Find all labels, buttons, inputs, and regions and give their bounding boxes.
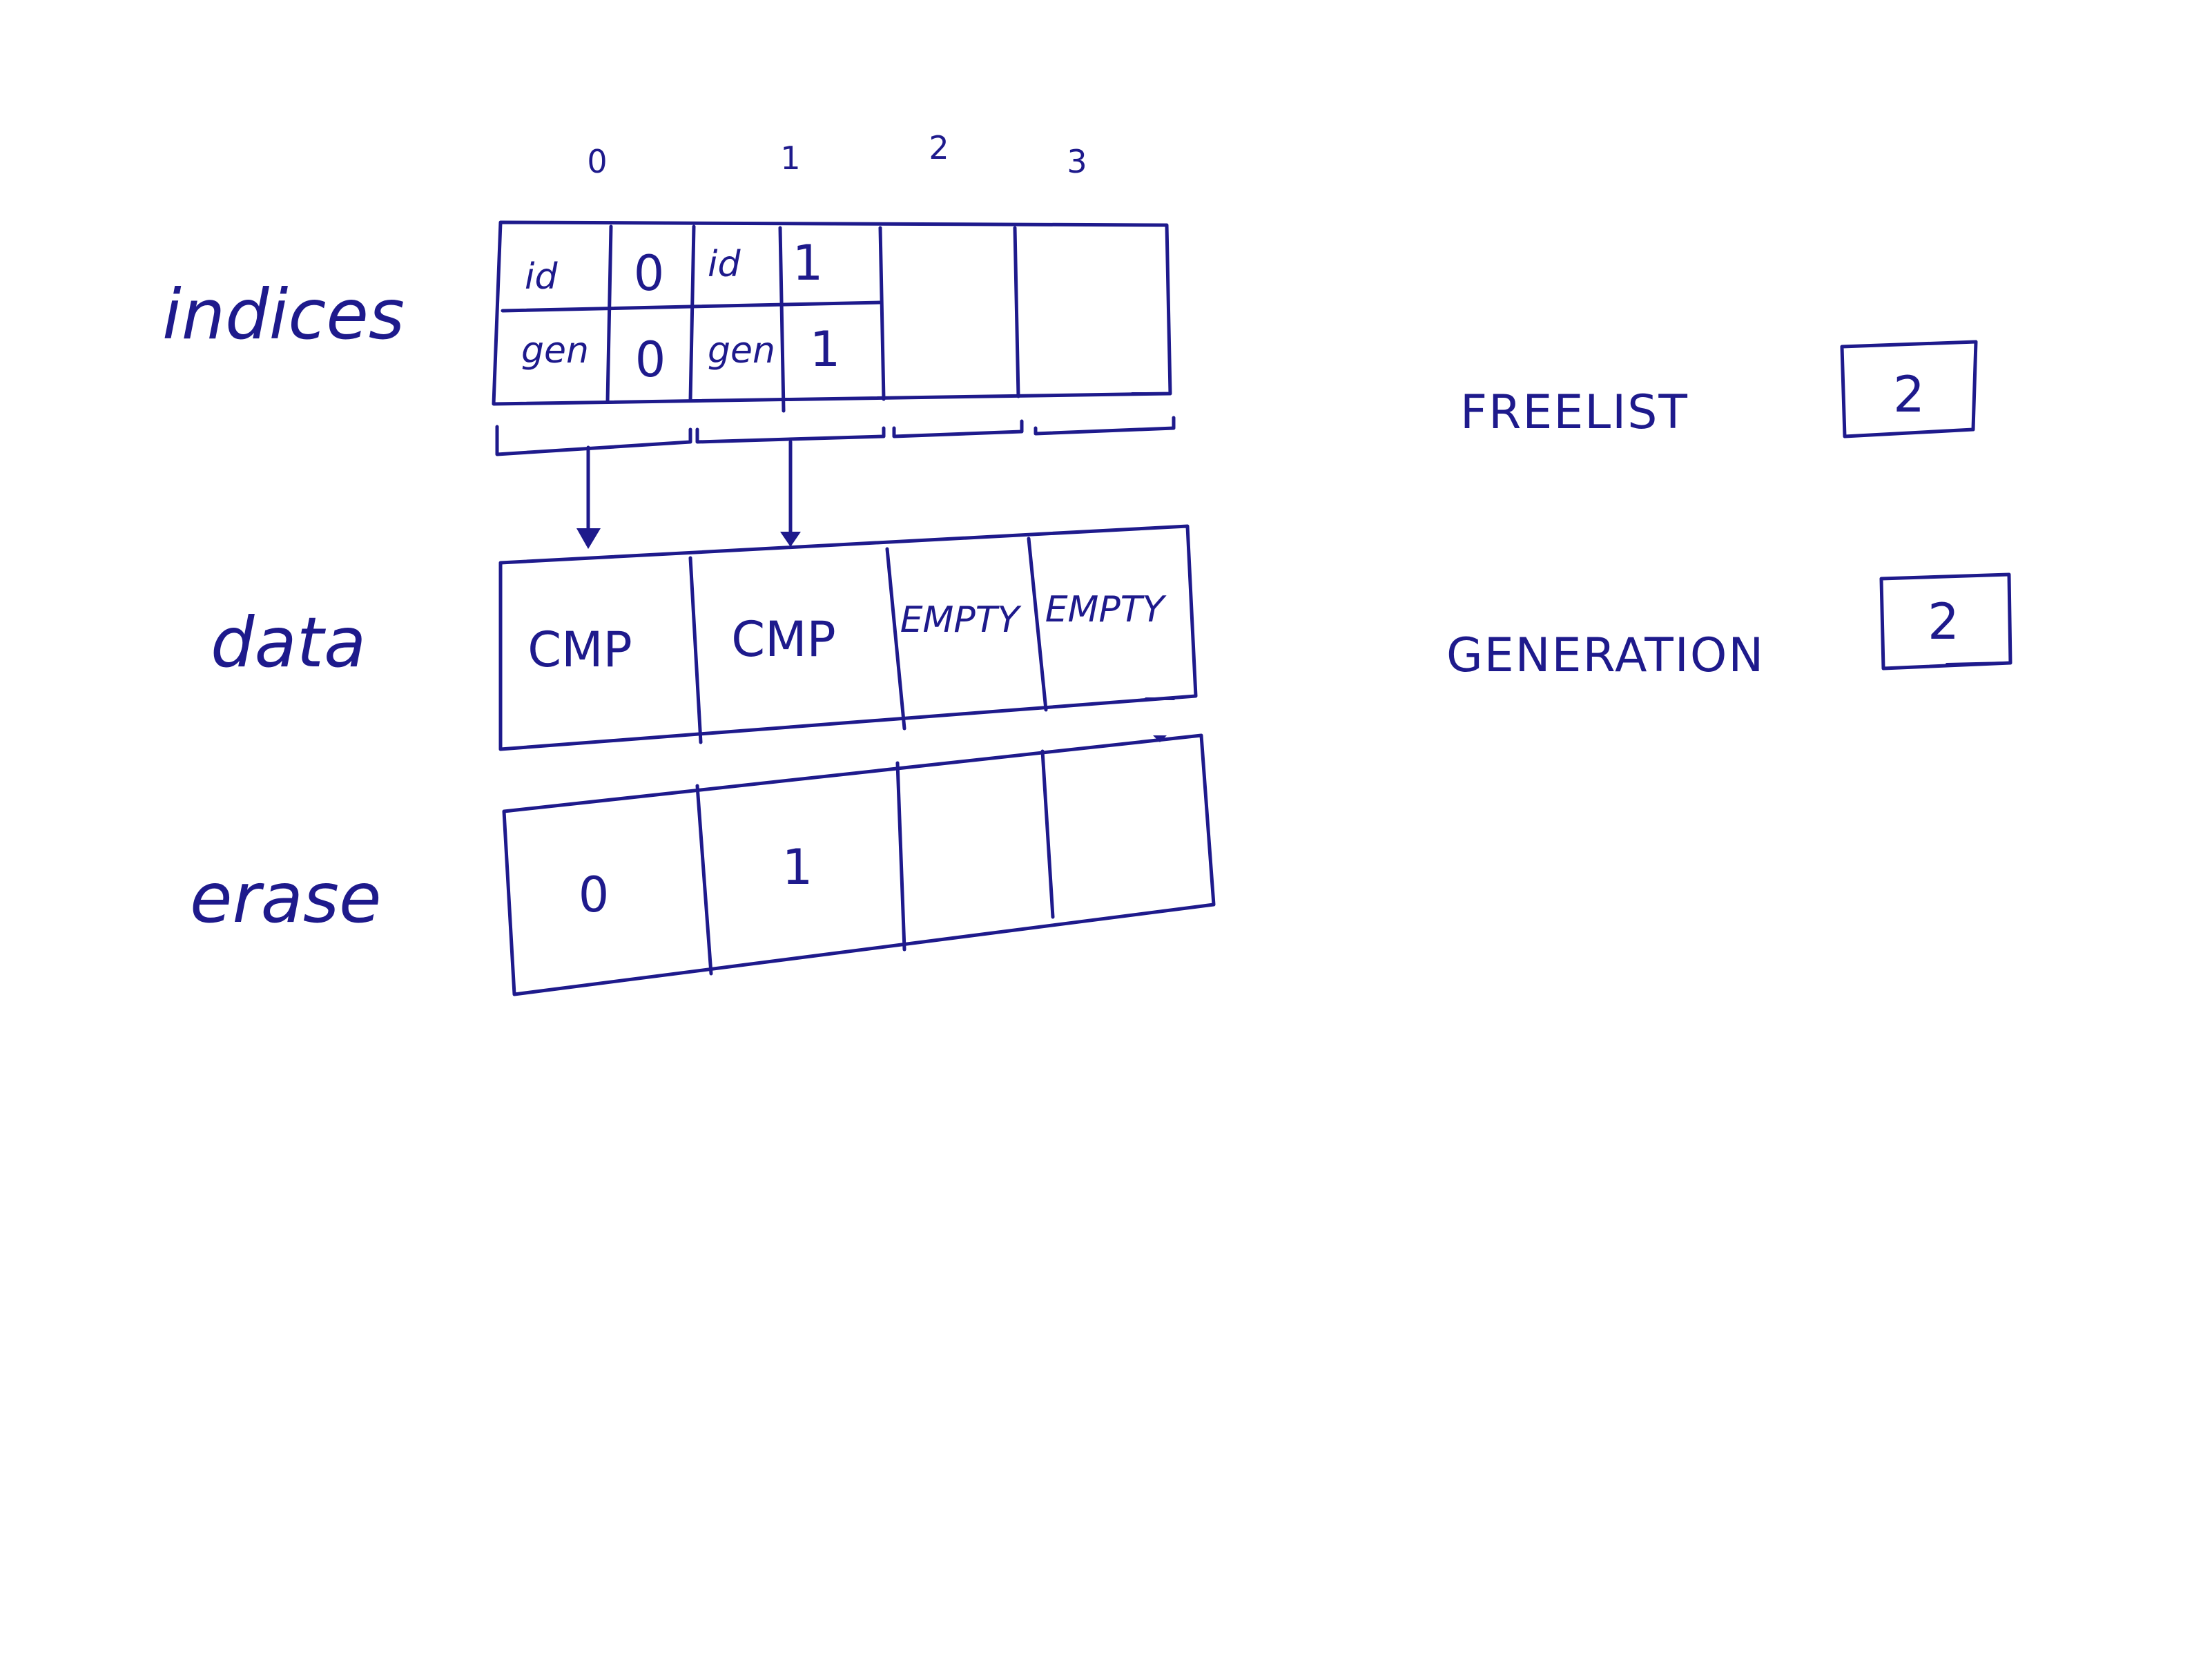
column-index-0: 0 [587, 143, 607, 180]
indices-1-id-label: id [708, 244, 741, 285]
data-cell-2: EMPTY [900, 599, 1022, 641]
data-cell-0: CMP [527, 621, 632, 678]
index-brackets [495, 416, 1176, 456]
indices-table: id 0 gen 0 id 1 gen 1 [492, 220, 1172, 413]
indices-0-gen-label: gen [521, 330, 589, 371]
row-label-erase: erase [190, 858, 382, 938]
indices-0-gen-value: 0 [635, 331, 666, 388]
indices-0-id-value: 0 [634, 245, 665, 302]
column-index-3: 3 [1067, 143, 1087, 180]
data-cell-1: CMP [731, 611, 835, 668]
indices-1-gen-label: gen [708, 330, 775, 371]
freelist: FREELIST 2 [1460, 340, 1978, 440]
column-index-1: 1 [780, 139, 800, 177]
indices-1-gen-value: 1 [810, 321, 841, 378]
erase-cell-1: 1 [782, 839, 813, 896]
row-label-data: data [211, 602, 366, 683]
erase-table: 0 1 [502, 733, 1216, 996]
erase-cell-0: 0 [579, 867, 610, 923]
index-to-data-arrows [576, 440, 801, 549]
row-label-indices: indices [162, 274, 405, 355]
column-index-2: 2 [929, 129, 949, 166]
indices-0-id-label: id [525, 256, 558, 298]
generation-value: 2 [1928, 592, 1959, 650]
freelist-value: 2 [1893, 365, 1925, 423]
data-table: CMP CMP EMPTY EMPTY [498, 524, 1198, 751]
indices-1-id-value: 1 [793, 235, 824, 291]
generation: GENERATION 2 [1446, 572, 2012, 683]
freelist-label: FREELIST [1460, 385, 1689, 440]
column-indices: 0 1 2 3 [587, 129, 1087, 180]
data-cell-3: EMPTY [1045, 589, 1167, 630]
generation-label: GENERATION [1446, 628, 1765, 683]
